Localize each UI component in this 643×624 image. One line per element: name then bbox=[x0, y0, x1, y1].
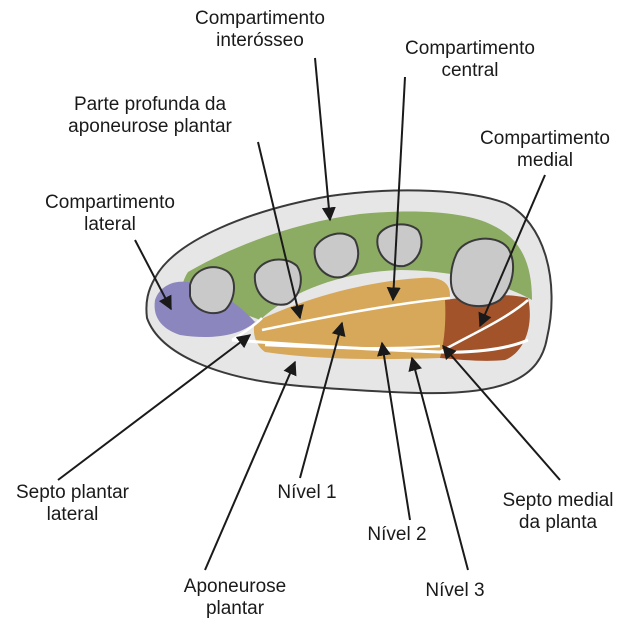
metatarsal-5 bbox=[190, 267, 234, 313]
label-medial-compartment: Compartimento medial bbox=[450, 128, 640, 172]
label-lateral-plantar-septum: Septo plantar lateral bbox=[0, 482, 145, 526]
leader-interosseous bbox=[315, 58, 330, 220]
label-plantar-aponeurosis: Aponeurose plantar bbox=[150, 576, 320, 620]
leader-plantar-aponeurosis bbox=[205, 362, 295, 570]
label-medial-plantar-septum: Septo medial da planta bbox=[478, 490, 638, 534]
label-interosseous-compartment: Compartimento interósseo bbox=[165, 8, 355, 52]
label-level-2: Nível 2 bbox=[352, 524, 442, 546]
metatarsal-3 bbox=[315, 234, 359, 278]
label-lateral-compartment: Compartimento lateral bbox=[15, 192, 205, 236]
label-central-compartment: Compartimento central bbox=[375, 38, 565, 82]
label-level-1: Nível 1 bbox=[262, 482, 352, 504]
label-level-3: Nível 3 bbox=[410, 580, 500, 602]
label-deep-plantar-aponeurosis: Parte profunda da aponeurose plantar bbox=[30, 94, 270, 138]
leader-lateral-septum bbox=[58, 335, 250, 480]
